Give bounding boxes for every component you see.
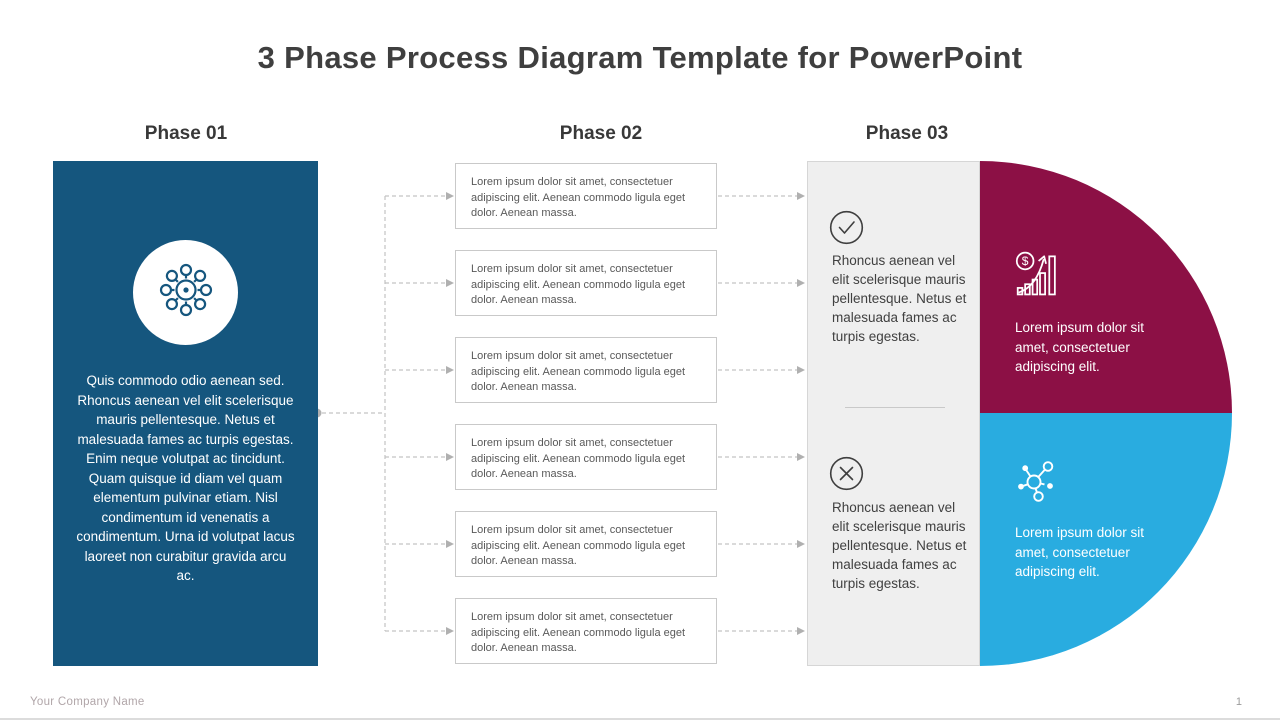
phase-01-description: Quis commodo odio aenean sed. Rhoncus ae… xyxy=(76,373,295,583)
footer-company-name: Your Company Name xyxy=(30,696,145,708)
outcome-bottom-text: Lorem ipsum dolor sit amet, consectetuer… xyxy=(1015,525,1145,579)
phase-02-item-4: Lorem ipsum dolor sit amet, consectetuer… xyxy=(455,424,717,490)
outcome-bottom-quarter: Lorem ipsum dolor sit amet, consectetuer… xyxy=(980,413,1232,666)
phase-02-heading: Phase 02 xyxy=(559,123,643,144)
hub-network-icon xyxy=(154,258,218,327)
footer-page-number: 1 xyxy=(1235,696,1242,708)
outcome-top-quarter: $ Lorem ipsum dolor sit amet, consectetu… xyxy=(980,161,1232,413)
phase-03-divider xyxy=(845,407,945,408)
phase-02-item-3: Lorem ipsum dolor sit amet, consectetuer… xyxy=(455,337,717,403)
phase-02-item-5: Lorem ipsum dolor sit amet, consectetuer… xyxy=(455,511,717,577)
molecule-network-icon xyxy=(1014,457,1062,510)
x-circle-icon xyxy=(829,456,864,491)
phase-02-item-1: Lorem ipsum dolor sit amet, consectetuer… xyxy=(455,163,717,229)
phase-03-panel: Rhoncus aenean vel elit scelerisque maur… xyxy=(807,161,980,666)
phase-01-panel: Quis commodo odio aenean sed. Rhoncus ae… xyxy=(53,161,318,666)
slide-bottom-edge xyxy=(0,718,1280,720)
phase-02-item-2: Lorem ipsum dolor sit amet, consectetuer… xyxy=(455,250,717,316)
phase-02-item-6: Lorem ipsum dolor sit amet, consectetuer… xyxy=(455,598,717,664)
phase-01-heading: Phase 01 xyxy=(144,123,228,144)
phase-03-cons-text: Rhoncus aenean vel elit scelerisque maur… xyxy=(832,500,967,591)
outcome-top-text: Lorem ipsum dolor sit amet, consectetuer… xyxy=(1015,320,1145,374)
phase-01-icon-badge xyxy=(133,240,238,345)
revenue-growth-icon: $ xyxy=(1014,249,1066,304)
phase-03-pros-text: Rhoncus aenean vel elit scelerisque maur… xyxy=(832,253,967,344)
phase-03-heading: Phase 03 xyxy=(865,123,949,144)
slide-title: 3 Phase Process Diagram Template for Pow… xyxy=(257,40,1023,75)
check-circle-icon xyxy=(829,210,864,245)
svg-text:$: $ xyxy=(1022,254,1029,268)
